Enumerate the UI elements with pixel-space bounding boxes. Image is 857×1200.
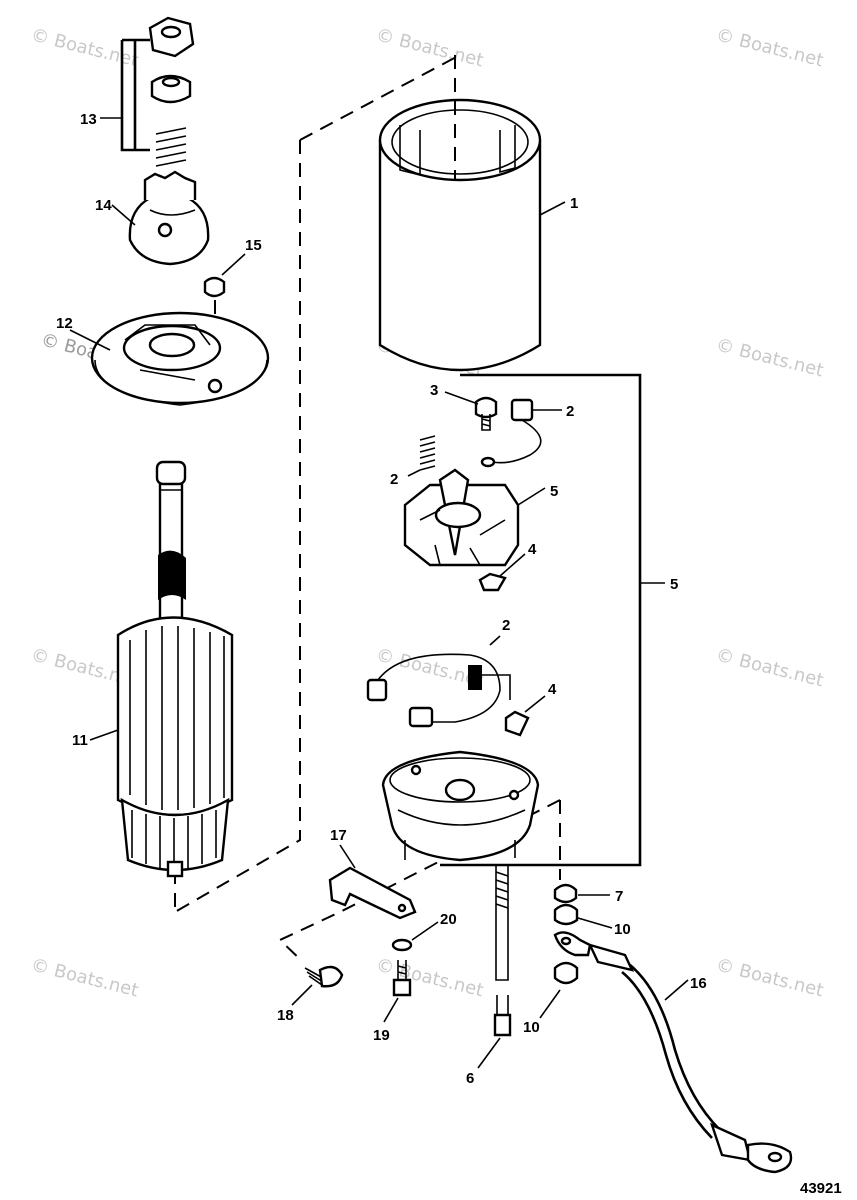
watermark: © Boats.net	[714, 644, 826, 691]
part-14-drive-pinion	[111, 170, 210, 266]
part-19-screw	[383, 960, 412, 1023]
watermark: © Boats.net	[29, 954, 141, 1001]
part-4-square-nut-upper	[478, 553, 526, 592]
watermark: © Boats.net	[714, 334, 826, 381]
callout-labels: 1 3 2 2 5 4 5 2 4 7 10 10 16 6 19 18 20 …	[56, 111, 842, 1197]
part-2-brushes-lower	[366, 635, 511, 728]
part-16-cable	[553, 931, 793, 1174]
callout-10: 10	[523, 1019, 540, 1036]
callout-12: 12	[56, 315, 73, 332]
part-18-screw	[291, 965, 344, 1006]
part-1-frame-housing	[378, 55, 566, 372]
watermark: © Boats.net	[374, 954, 486, 1001]
part-15-small-nut	[203, 253, 246, 380]
callout-20: 20	[440, 911, 457, 928]
callout-11: 11	[72, 732, 88, 749]
callout-2: 2	[502, 617, 510, 634]
part-4-square-nut-lower	[504, 695, 546, 737]
part-10-nut-lower	[539, 961, 579, 1019]
callout-19: 19	[373, 1027, 390, 1044]
callout-2: 2	[566, 403, 574, 420]
watermark: © Boats.net	[374, 24, 486, 71]
callout-15: 15	[245, 237, 262, 254]
watermark: © Boats.net	[714, 24, 826, 71]
callout-2: 2	[390, 471, 398, 488]
part-2-brush-spring	[407, 435, 436, 477]
part-11-armature	[89, 460, 234, 878]
callout-7: 7	[615, 888, 623, 905]
part-17-bracket	[328, 844, 417, 920]
part-7-nut	[553, 883, 610, 904]
callout-4: 4	[528, 541, 537, 558]
callout-17: 17	[330, 827, 347, 844]
callout-1: 1	[570, 195, 578, 212]
callout-6: 6	[466, 1070, 474, 1087]
callout-5: 5	[670, 576, 678, 593]
part-5-commutator-end-cap	[381, 750, 540, 862]
watermark: © Boats.net	[714, 954, 826, 1001]
callout-10: 10	[614, 921, 631, 938]
callout-5: 5	[550, 483, 558, 500]
callout-4: 4	[548, 681, 557, 698]
callout-18: 18	[277, 1007, 294, 1024]
drawing-number: 43921	[800, 1180, 842, 1197]
part-5-brush-holder	[403, 468, 546, 567]
part-13-nut-washer-spring	[100, 16, 195, 167]
part-12-end-cap	[69, 311, 270, 406]
part-20-washer	[391, 921, 439, 952]
callout-14: 14	[95, 197, 112, 214]
callout-3: 3	[430, 382, 438, 399]
part-3-screw	[444, 391, 498, 431]
callout-13: 13	[80, 111, 97, 128]
part-2-brush-upper	[480, 398, 562, 468]
callout-16: 16	[690, 975, 707, 992]
part-6-through-bolt	[477, 865, 512, 1069]
part-10-lockwasher-upper	[553, 903, 613, 929]
watermark: © Boats.net	[29, 24, 141, 71]
bracket-5	[440, 373, 665, 867]
